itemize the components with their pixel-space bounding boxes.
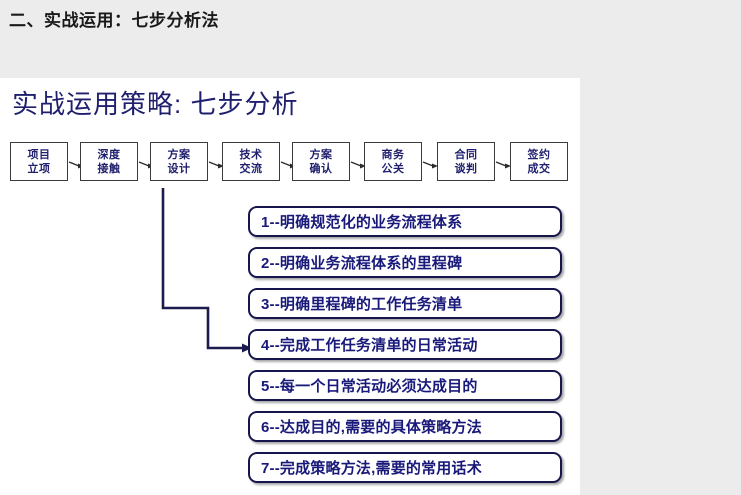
flow-box-7[interactable]: 合同 谈判 bbox=[437, 142, 495, 181]
step-label: 2--明确业务流程体系的里程碑 bbox=[261, 255, 463, 272]
process-flowchart: 项目 立项 深度 接触 方案 设计 技术 交流 bbox=[0, 142, 580, 190]
flow-box-7-line2: 谈判 bbox=[454, 162, 478, 175]
flow-box-6-line1: 商务 bbox=[381, 148, 405, 161]
flow-arrow-7 bbox=[495, 161, 511, 169]
flow-box-5-line1: 方案 bbox=[309, 148, 333, 161]
elbow-connector-line bbox=[161, 188, 252, 353]
step-label: 6--达成目的,需要的具体策略方法 bbox=[261, 419, 482, 436]
list-item[interactable]: 4--完成工作任务清单的日常活动 bbox=[248, 329, 562, 360]
flow-arrow-6 bbox=[422, 161, 438, 169]
flow-box-5[interactable]: 方案 确认 bbox=[292, 142, 350, 181]
list-item[interactable]: 5--每一个日常活动必须达成目的 bbox=[248, 370, 562, 401]
page-title: 二、实战运用：七步分析法 bbox=[9, 11, 219, 30]
flow-box-4-line1: 技术 bbox=[239, 148, 263, 161]
list-item[interactable]: 2--明确业务流程体系的里程碑 bbox=[248, 247, 562, 278]
flow-box-3-line2: 设计 bbox=[167, 162, 191, 175]
flow-box-1-line2: 立项 bbox=[27, 162, 51, 175]
flow-arrow-5 bbox=[350, 161, 366, 169]
list-item[interactable]: 6--达成目的,需要的具体策略方法 bbox=[248, 411, 562, 442]
list-item[interactable]: 1--明确规范化的业务流程体系 bbox=[248, 206, 562, 237]
step-label: 1--明确规范化的业务流程体系 bbox=[261, 214, 463, 231]
flow-box-3-line1: 方案 bbox=[167, 148, 191, 161]
flow-box-4[interactable]: 技术 交流 bbox=[222, 142, 280, 181]
flow-box-5-line2: 确认 bbox=[309, 162, 333, 175]
flow-box-1-line1: 项目 bbox=[27, 148, 51, 161]
flow-box-8-line1: 签约 bbox=[527, 148, 551, 161]
step-label: 3--明确里程碑的工作任务清单 bbox=[261, 296, 463, 313]
flow-box-6-line2: 公关 bbox=[381, 162, 405, 175]
flow-box-2-line1: 深度 bbox=[97, 148, 121, 161]
list-item[interactable]: 7--完成策略方法,需要的常用话术 bbox=[248, 452, 562, 483]
flow-box-4-line2: 交流 bbox=[239, 162, 263, 175]
flow-box-8-line2: 成交 bbox=[527, 162, 551, 175]
flow-box-2-line2: 接触 bbox=[97, 162, 121, 175]
flow-box-7-line1: 合同 bbox=[454, 148, 478, 161]
slide-title: 实战运用策略: 七步分析 bbox=[12, 89, 299, 119]
list-item[interactable]: 3--明确里程碑的工作任务清单 bbox=[248, 288, 562, 319]
flow-box-6[interactable]: 商务 公关 bbox=[364, 142, 422, 181]
flow-box-1[interactable]: 项目 立项 bbox=[10, 142, 68, 181]
flow-box-8[interactable]: 签约 成交 bbox=[510, 142, 568, 181]
slide-panel: 实战运用策略: 七步分析 项目 立项 深度 接触 方案 设计 技术 bbox=[0, 78, 580, 495]
seven-step-list: 1--明确规范化的业务流程体系 2--明确业务流程体系的里程碑 3--明确里程碑… bbox=[248, 206, 568, 493]
step-label: 7--完成策略方法,需要的常用话术 bbox=[261, 460, 482, 477]
step-label: 4--完成工作任务清单的日常活动 bbox=[261, 337, 478, 354]
step-label: 5--每一个日常活动必须达成目的 bbox=[261, 378, 478, 395]
flow-box-3[interactable]: 方案 设计 bbox=[150, 142, 208, 181]
flow-box-2[interactable]: 深度 接触 bbox=[80, 142, 138, 181]
flow-arrow-3 bbox=[208, 161, 224, 169]
